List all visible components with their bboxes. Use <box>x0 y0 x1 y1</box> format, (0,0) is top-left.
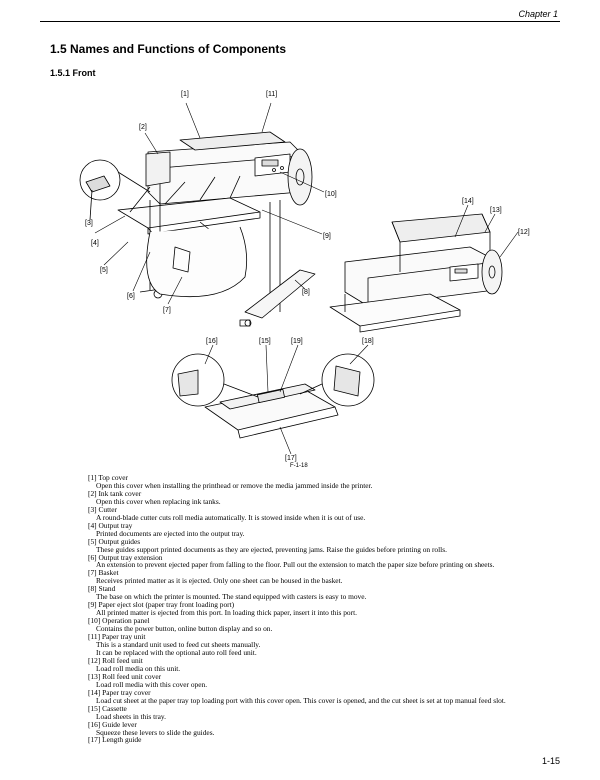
component-item: [9] Paper eject slot (paper tray front l… <box>88 601 568 617</box>
callout-16: [16] <box>206 338 218 345</box>
component-description: Squeeze these levers to slide the guides… <box>96 727 215 737</box>
page-number: 1-15 <box>541 756 560 766</box>
callout-8: [8] <box>302 289 310 296</box>
component-term: [8] Stand <box>88 584 116 594</box>
component-description: All printed matter is ejected from this … <box>96 608 357 618</box>
printer-on-stand-drawing <box>79 131 316 327</box>
callout-5: [5] <box>100 267 108 274</box>
component-term: [14] Paper tray cover <box>88 687 151 697</box>
component-term: [5] Output guides <box>88 536 141 546</box>
component-description: Open this cover when replacing ink tanks… <box>96 496 221 506</box>
component-description: Load cut sheet at the paper tray top loa… <box>96 695 506 705</box>
callout-leader-lines <box>94 102 519 455</box>
printer-illustration <box>79 102 519 455</box>
callout-12: [12] <box>518 229 530 236</box>
component-term: [1] Top cover <box>88 473 128 482</box>
component-term: [2] Ink tank cover <box>88 488 142 498</box>
callout-1: [1] <box>181 91 189 98</box>
callout-18: [18] <box>362 338 374 345</box>
component-term: [7] Basket <box>88 568 119 578</box>
component-term: [15] Cassette <box>88 703 127 713</box>
component-term: [6] Output tray extension <box>88 552 163 562</box>
component-term: [16] Guide lever <box>88 719 137 729</box>
component-description: An extension to prevent ejected paper fr… <box>96 560 495 570</box>
callout-4: [4] <box>91 240 99 247</box>
component-term: [11] Paper tray unit <box>88 632 146 642</box>
component-description: Printed documents are ejected into the o… <box>96 528 245 538</box>
header-rule <box>40 21 560 22</box>
component-description: A round-blade cutter cuts roll media aut… <box>96 512 366 522</box>
component-item: [17] Length guide <box>88 736 568 744</box>
component-description: Load sheets in this tray. <box>96 711 166 721</box>
section-title: 1.5 Names and Functions of Components <box>50 42 287 56</box>
component-description: This is a standard unit used to feed cut… <box>96 640 261 657</box>
component-term: [12] Roll feed unit <box>88 655 143 665</box>
printer-figure: [1] [11] [2] [3] [4] [5] [6] [7] [8] [9]… <box>0 82 600 472</box>
cassette-drawing <box>171 353 375 439</box>
callout-15: [15] <box>259 338 271 345</box>
callout-7: [7] <box>163 307 171 314</box>
callout-11: [11] <box>266 91 278 98</box>
component-description: Contains the power button, online button… <box>96 624 273 634</box>
callout-3: [3] <box>85 220 93 227</box>
callout-19: [19] <box>291 338 303 345</box>
subsection-title: 1.5.1 Front <box>50 68 96 78</box>
component-term: [3] Cutter <box>88 504 117 514</box>
component-description: These guides support printed documents a… <box>96 544 447 554</box>
component-description: Load roll media on this unit. <box>96 663 181 673</box>
callout-2: [2] <box>139 124 147 131</box>
component-term: [10] Operation panel <box>88 616 150 626</box>
component-description: The base on which the printer is mounted… <box>96 592 367 602</box>
callout-9: [9] <box>323 233 331 240</box>
component-term: [9] Paper eject slot (paper tray front l… <box>88 600 235 610</box>
component-term: [13] Roll feed unit cover <box>88 671 162 681</box>
callout-13: [13] <box>490 207 502 214</box>
figure-id: F-1-18 <box>290 463 308 469</box>
running-header-chapter: Chapter 1 <box>518 9 558 19</box>
component-term: [17] Length guide <box>88 735 142 745</box>
component-description: Open this cover when installing the prin… <box>96 480 373 490</box>
callout-6: [6] <box>127 293 135 300</box>
component-description: Load roll media with this cover open. <box>96 679 208 689</box>
callout-17: [17] <box>285 455 297 462</box>
callout-14: [14] <box>462 198 474 205</box>
component-term: [4] Output tray <box>88 520 133 530</box>
callout-10: [10] <box>325 191 337 198</box>
printer-right-drawing <box>329 213 503 333</box>
component-description: Receives printed matter as it is ejected… <box>96 576 343 586</box>
